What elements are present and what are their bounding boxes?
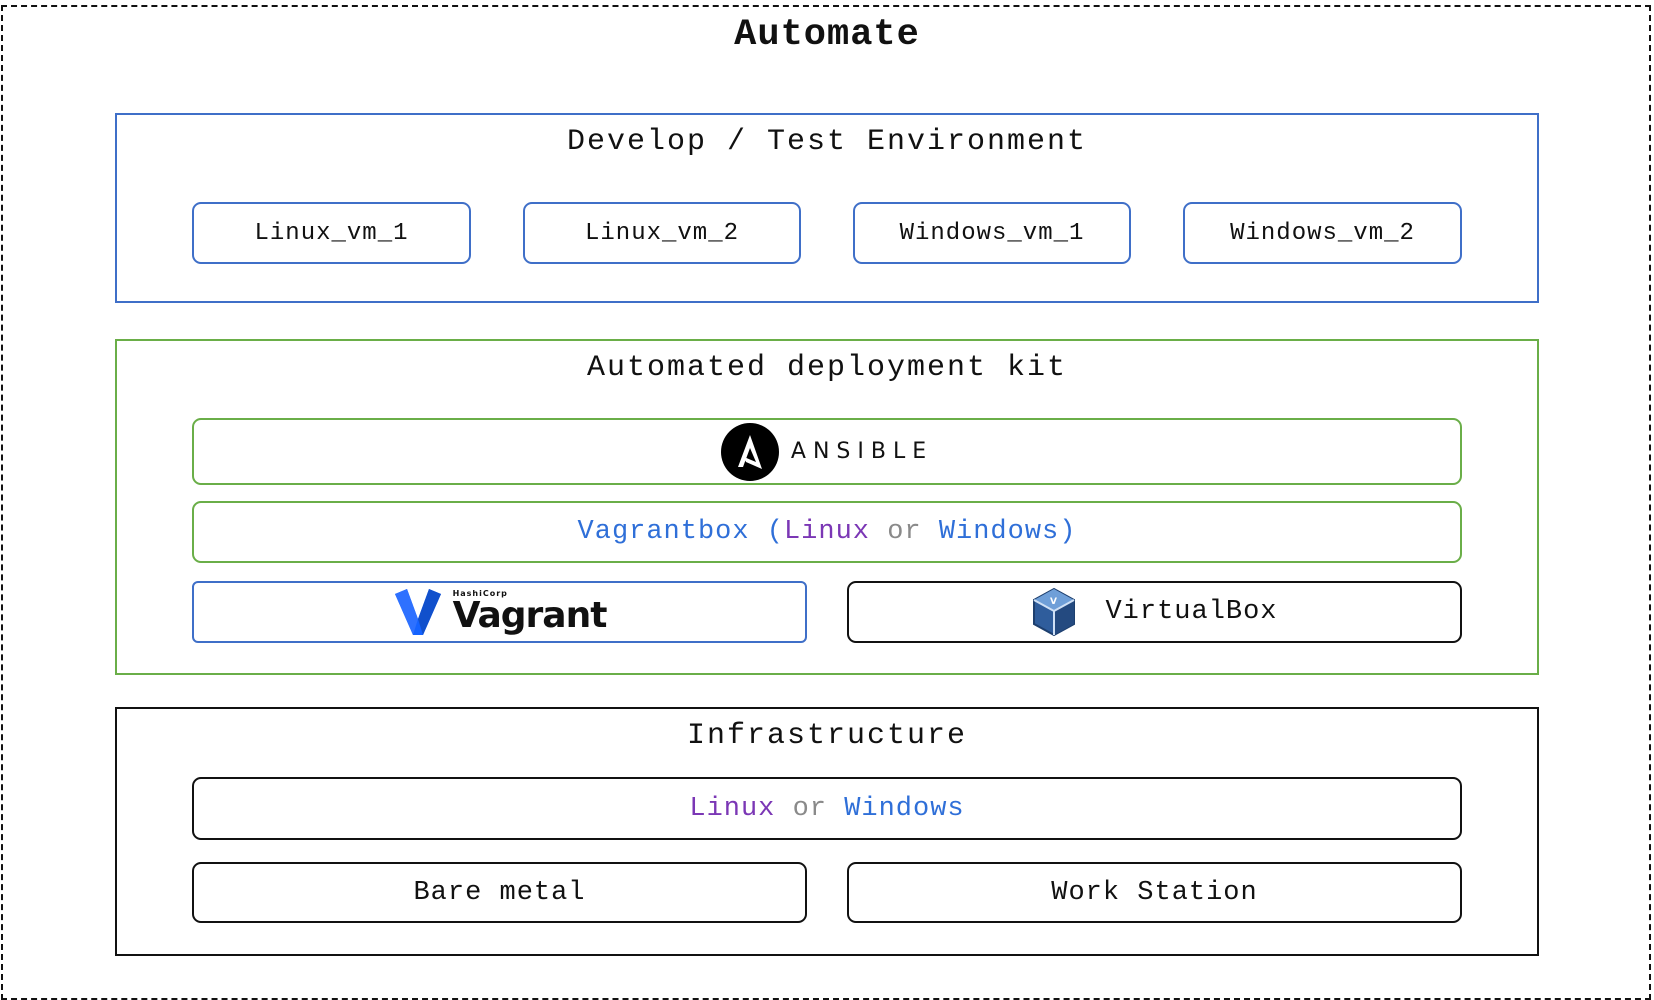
os-box: Linux or Windows [192, 777, 1462, 840]
infra-spacer [775, 794, 792, 824]
develop-test-title: Develop / Test Environment [566, 125, 1088, 159]
vagrantbox-spacer [750, 517, 767, 547]
bare-metal-box: Bare metal [192, 862, 807, 923]
svg-text:V: V [1051, 597, 1059, 607]
deployment-kit-title: Automated deployment kit [586, 351, 1068, 385]
vagrant-wordmark: HashiCorp Vagrant [452, 589, 608, 636]
vagrantbox-label: Vagrantbox [577, 517, 750, 547]
linux-vm-1-box: Linux_vm_1 [192, 202, 471, 264]
vagrantbox-or: or [887, 517, 922, 547]
work-station-box: Work Station [847, 862, 1462, 923]
virtualbox-box: V VirtualBox [847, 581, 1462, 643]
vagrantbox-box: Vagrantbox ( Linux or Windows ) [192, 501, 1462, 563]
infra-or: or [792, 793, 827, 824]
ansible-logo-text: ANSIBLE [790, 439, 934, 464]
vagrantbox-windows: Windows [938, 517, 1060, 547]
vagrantbox-open-paren: ( [766, 517, 784, 547]
diagram-title: Automate [734, 14, 920, 56]
vagrantbox-close-paren: ) [1059, 517, 1077, 547]
infrastructure-section: Infrastructure [115, 707, 1539, 956]
vagrant-name-text: Vagrant [452, 595, 608, 636]
ansible-logo-icon [720, 422, 779, 481]
windows-vm-1-box: Windows_vm_1 [853, 202, 1131, 264]
infra-spacer-2 [827, 794, 844, 824]
linux-vm-2-box: Linux_vm_2 [523, 202, 801, 264]
deployment-kit-section: Automated deployment kit [115, 339, 1539, 675]
vagrantbox-spacer-2 [870, 517, 887, 547]
vagrant-brand-text: HashiCorp [452, 589, 508, 598]
vagrant-logo-icon [394, 589, 441, 635]
infra-linux: Linux [689, 793, 776, 824]
virtualbox-label: VirtualBox [1105, 597, 1278, 627]
vagrant-box: HashiCorp Vagrant [192, 581, 807, 643]
infra-windows: Windows [844, 793, 965, 824]
windows-vm-2-box: Windows_vm_2 [1183, 202, 1462, 264]
ansible-box: ANSIBLE [192, 418, 1462, 485]
vagrantbox-linux: Linux [783, 517, 870, 547]
diagram-frame [1, 5, 1651, 1000]
develop-test-section: Develop / Test Environment [115, 113, 1539, 303]
vagrantbox-spacer-3 [922, 517, 939, 547]
infrastructure-title: Infrastructure [686, 719, 968, 753]
virtualbox-logo-icon: V [1033, 587, 1076, 637]
